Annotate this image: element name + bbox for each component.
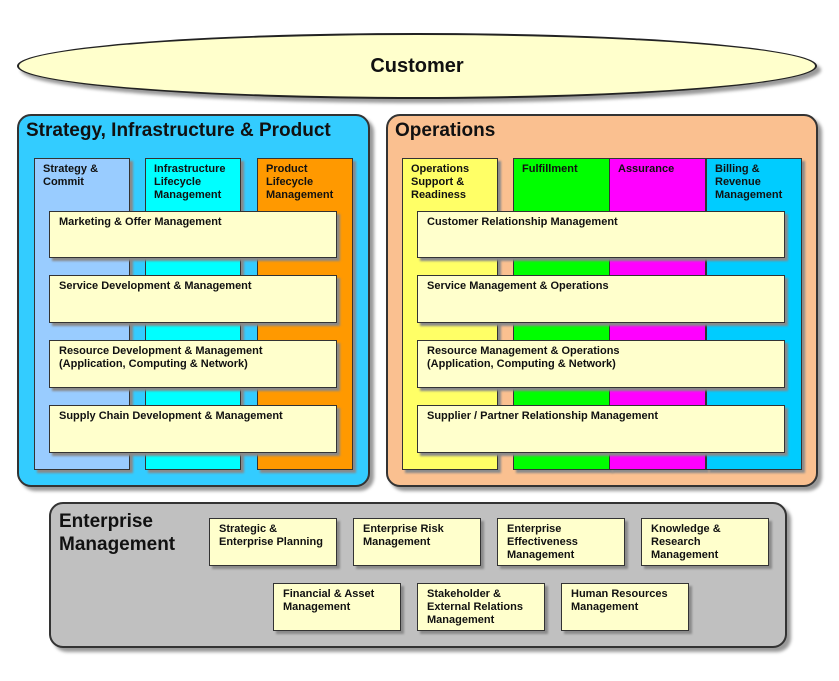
box-service-management-operations: Service Management & Operations bbox=[417, 275, 785, 323]
strategy-panel-title: Strategy, Infrastructure & Product bbox=[26, 120, 331, 141]
box-stakeholder-external-relations-management: Stakeholder & External Relations Managem… bbox=[417, 583, 545, 631]
box-enterprise-effectiveness-management-label: Enterprise Effectiveness Management bbox=[507, 523, 578, 561]
box-resource-development-management: Resource Development & Management (Appli… bbox=[49, 340, 337, 388]
box-resource-management-operations-label: Resource Management & Operations (Applic… bbox=[427, 345, 620, 370]
box-resource-management-operations: Resource Management & Operations (Applic… bbox=[417, 340, 785, 388]
box-enterprise-risk-management-label: Enterprise Risk Management bbox=[363, 523, 444, 548]
box-knowledge-research-management-label: Knowledge & Research Management bbox=[651, 523, 721, 561]
box-supply-chain-development-management-label: Supply Chain Development & Management bbox=[59, 410, 283, 422]
column-strategy-commit-label: Strategy & Commit bbox=[43, 163, 99, 188]
box-human-resources-management-label: Human Resources Management bbox=[571, 588, 668, 613]
box-enterprise-effectiveness-management: Enterprise Effectiveness Management bbox=[497, 518, 625, 566]
box-supply-chain-development-management: Supply Chain Development & Management bbox=[49, 405, 337, 453]
box-knowledge-research-management: Knowledge & Research Management bbox=[641, 518, 769, 566]
box-strategic-enterprise-planning: Strategic & Enterprise Planning bbox=[209, 518, 337, 566]
column-product-lifecycle-label: Product Lifecycle Management bbox=[266, 163, 334, 201]
box-financial-asset-management-label: Financial & Asset Management bbox=[283, 588, 375, 613]
operations-panel-title: Operations bbox=[395, 120, 496, 141]
box-strategic-enterprise-planning-label: Strategic & Enterprise Planning bbox=[219, 523, 323, 548]
box-human-resources-management: Human Resources Management bbox=[561, 583, 689, 631]
box-financial-asset-management: Financial & Asset Management bbox=[273, 583, 401, 631]
column-fulfillment-label: Fulfillment bbox=[522, 163, 578, 175]
box-marketing-offer-management: Marketing & Offer Management bbox=[49, 211, 337, 258]
box-stakeholder-external-relations-management-label: Stakeholder & External Relations Managem… bbox=[427, 588, 523, 626]
customer-label: Customer bbox=[370, 54, 464, 77]
box-resource-development-management-label: Resource Development & Management (Appli… bbox=[59, 345, 263, 370]
column-billing-revenue-management-label: Billing & Revenue Management bbox=[715, 163, 783, 201]
box-supplier-partner-relationship-management-label: Supplier / Partner Relationship Manageme… bbox=[427, 410, 659, 422]
box-customer-relationship-management: Customer Relationship Management bbox=[417, 211, 785, 258]
column-operations-support-readiness-label: Operations Support & Readiness bbox=[411, 163, 470, 201]
box-enterprise-risk-management: Enterprise Risk Management bbox=[353, 518, 481, 566]
column-assurance-label: Assurance bbox=[618, 163, 675, 175]
enterprise-management-title: Enterprise Management bbox=[59, 511, 176, 555]
box-customer-relationship-management-label: Customer Relationship Management bbox=[427, 216, 618, 228]
box-marketing-offer-management-label: Marketing & Offer Management bbox=[59, 216, 222, 228]
box-service-management-operations-label: Service Management & Operations bbox=[427, 280, 609, 292]
box-supplier-partner-relationship-management: Supplier / Partner Relationship Manageme… bbox=[417, 405, 785, 453]
customer-ellipse: Customer bbox=[17, 33, 817, 99]
column-infrastructure-lifecycle-label: Infrastructure Lifecycle Management bbox=[154, 163, 226, 201]
box-service-development-management: Service Development & Management bbox=[49, 275, 337, 323]
box-service-development-management-label: Service Development & Management bbox=[59, 280, 252, 292]
